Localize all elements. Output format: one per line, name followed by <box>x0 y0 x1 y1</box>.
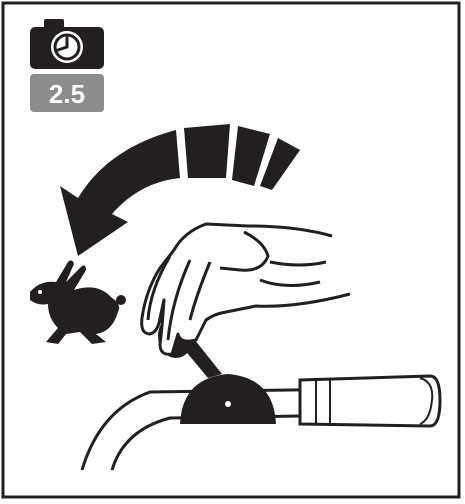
timer-badge-value: 2.5 <box>49 79 85 109</box>
timer-badge: 2.5 <box>30 74 104 112</box>
